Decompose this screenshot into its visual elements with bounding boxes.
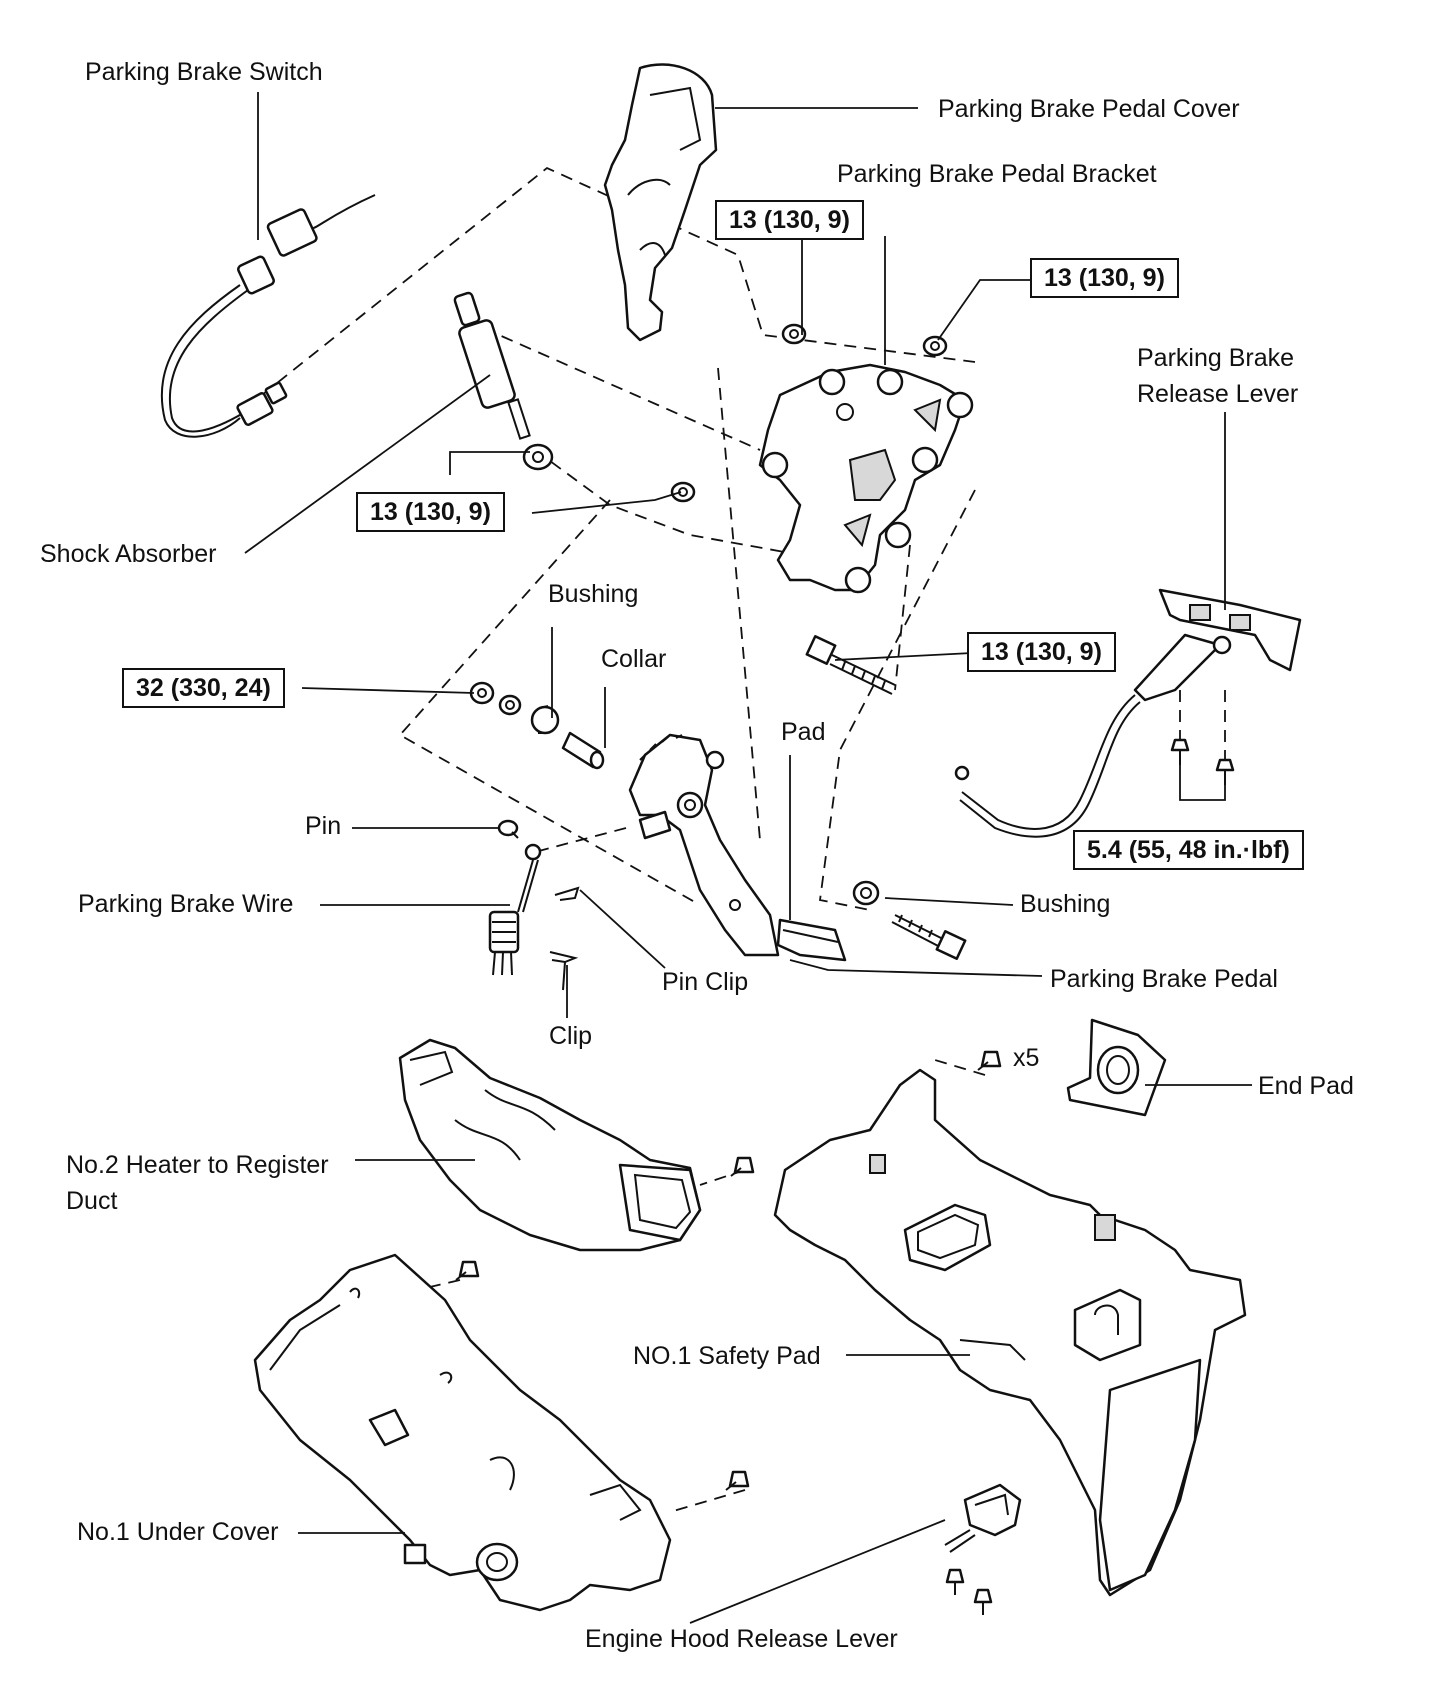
shock-absorber-nut xyxy=(670,481,696,503)
engine-hood-release-lever-part xyxy=(944,1483,1022,1615)
clip-part xyxy=(549,951,579,991)
pedal-nut-and-washer xyxy=(469,681,522,716)
torque-box-bracket-left: 13 (130, 9) xyxy=(715,200,864,240)
shock-absorber-part xyxy=(453,291,554,471)
parking-brake-pedal-bracket-part xyxy=(758,363,974,594)
torque-box-shock-absorber: 13 (130, 9) xyxy=(356,492,505,532)
label-bushing-lower: Bushing xyxy=(1020,890,1111,918)
label-parking-brake-release-lever: Parking Brake Release Lever xyxy=(1137,344,1299,409)
parking-brake-pedal-part xyxy=(628,733,780,957)
under-cover-screws xyxy=(455,1260,750,1491)
parking-brake-switch-part xyxy=(160,194,376,438)
parking-brake-wire-part xyxy=(488,843,542,976)
pin-part xyxy=(497,819,519,839)
label-end-pad: End Pad xyxy=(1258,1072,1354,1100)
duct-screw xyxy=(730,1156,755,1177)
assembly-guide-lines xyxy=(261,166,1226,1513)
pin-clip-part xyxy=(554,886,580,901)
label-parking-brake-wire: Parking Brake Wire xyxy=(78,890,294,918)
torque-box-bracket-right: 13 (130, 9) xyxy=(1030,258,1179,298)
bushing-upper-part xyxy=(530,705,560,735)
parking-brake-pedal-cover-part xyxy=(603,63,718,342)
label-shock-absorber: Shock Absorber xyxy=(40,540,217,568)
label-pin: Pin xyxy=(305,812,342,840)
under-cover-part xyxy=(253,1253,672,1612)
safety-pad-screw xyxy=(977,1050,1002,1071)
end-pad-part xyxy=(1066,1018,1167,1117)
release-lever-bolts xyxy=(1170,738,1235,785)
label-parking-brake-switch: Parking Brake Switch xyxy=(85,58,323,86)
collar-part xyxy=(561,731,605,770)
pad-part xyxy=(776,918,847,962)
label-bushing-upper: Bushing xyxy=(548,580,639,608)
label-pin-clip: Pin Clip xyxy=(662,968,749,996)
label-pad: Pad xyxy=(781,718,826,746)
label-parking-brake-pedal-bracket: Parking Brake Pedal Bracket xyxy=(837,160,1157,188)
bushing-lower-part xyxy=(852,880,880,906)
torque-box-pedal-nut: 32 (330, 24) xyxy=(122,668,285,708)
safety-pad-part xyxy=(773,1068,1247,1597)
bracket-bolt xyxy=(805,635,896,695)
parking-brake-release-lever-part xyxy=(954,588,1302,838)
label-parking-brake-pedal-cover: Parking Brake Pedal Cover xyxy=(938,95,1240,123)
label-parking-brake-pedal: Parking Brake Pedal xyxy=(1050,965,1278,993)
label-collar: Collar xyxy=(601,645,667,673)
label-under-cover: No.1 Under Cover xyxy=(77,1518,279,1546)
label-clip: Clip xyxy=(549,1022,593,1050)
bracket-nut-right xyxy=(922,335,948,357)
heater-to-register-duct-part xyxy=(398,1038,702,1252)
label-safety-pad: NO.1 Safety Pad xyxy=(633,1342,821,1370)
pedal-bolt xyxy=(891,914,967,960)
torque-box-release-lever: 5.4 (55, 48 in.·lbf) xyxy=(1073,830,1304,870)
torque-box-bracket-bolt: 13 (130, 9) xyxy=(967,632,1116,672)
label-x5: x5 xyxy=(1013,1044,1040,1072)
bracket-nut-left xyxy=(781,323,807,345)
label-engine-hood-release-lever: Engine Hood Release Lever xyxy=(585,1625,898,1653)
leader-lines xyxy=(244,92,1252,1624)
label-heater-duct: No.2 Heater to Register Duct xyxy=(66,1151,329,1216)
